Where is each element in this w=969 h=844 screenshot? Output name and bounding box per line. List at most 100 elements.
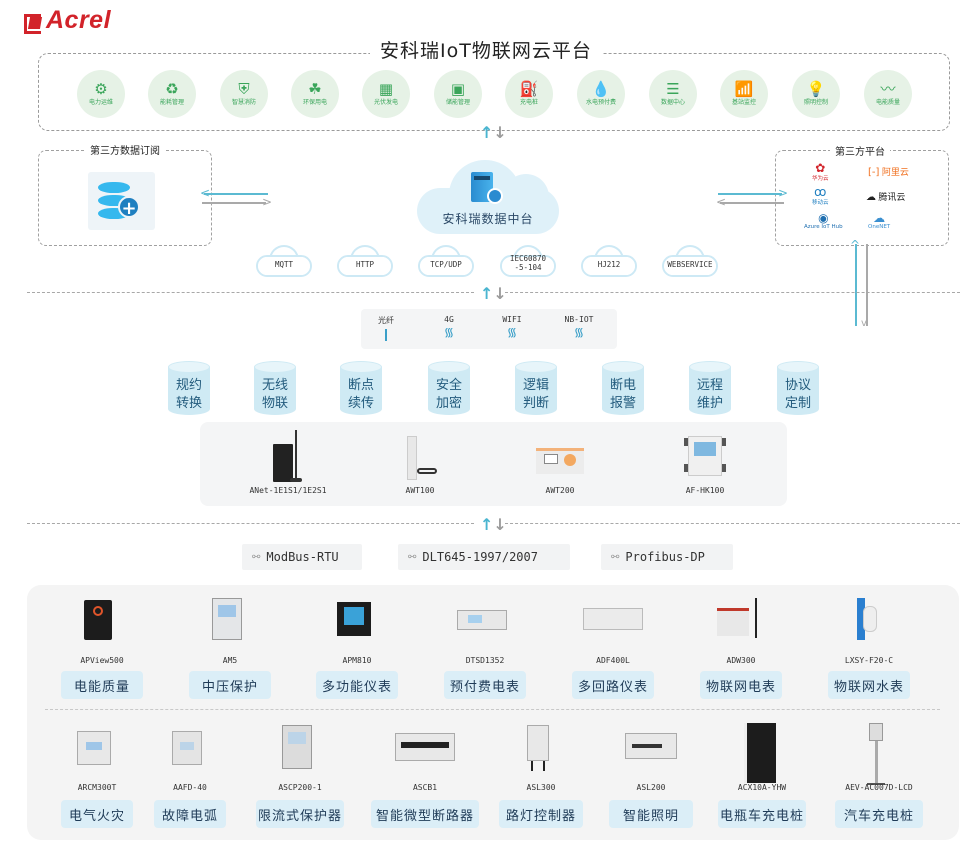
- comm-4g: 4G ᯾: [429, 315, 469, 338]
- arrow-up-icon: ^: [850, 238, 861, 252]
- wifi-icon: ᯾: [573, 325, 585, 339]
- device-category: 电瓶车充电桩: [718, 800, 806, 828]
- arrow-left-icon: <: [200, 186, 211, 200]
- fire-shield-icon: ⛨: [238, 80, 250, 98]
- device-image: [160, 723, 220, 785]
- gateway-devices: ANet-1E1S1/1E2S1 AWT100 AWT200 AF-HK100: [200, 422, 787, 506]
- bulb-icon: 💡: [806, 80, 826, 98]
- app-label: 水电预付费: [585, 99, 616, 106]
- protocol-cloud: TCP/UDP: [418, 245, 474, 277]
- device-category: 中压保护: [189, 671, 271, 699]
- app-water-drop-bolt[interactable]: 💧水电预付费: [577, 70, 625, 118]
- protocol-cloud: HJ212: [581, 245, 637, 277]
- app-antenna[interactable]: 📶基站监控: [720, 70, 768, 118]
- separator-line: [27, 292, 474, 293]
- device-asl300: ASL300: [491, 723, 591, 792]
- data-center-label: 安科瑞数据中台: [442, 212, 534, 226]
- feature-cylinder: 安全加密: [428, 361, 470, 415]
- device-model: ASL200: [636, 783, 666, 792]
- app-fire-shield[interactable]: ⛨智慧消防: [220, 70, 268, 118]
- protocol-label: TCP/UDP: [430, 260, 462, 269]
- separator-line: [505, 292, 960, 293]
- device-category: 预付费电表: [444, 671, 526, 699]
- app-label: 储能管理: [445, 99, 470, 106]
- tencent-cloud-logo-icon: ☁: [866, 192, 876, 203]
- feature-cylinder: 协议定制: [777, 361, 819, 415]
- arrow-up-icon: ↑: [480, 123, 494, 142]
- third-party-arrows: > <: [716, 186, 788, 209]
- app-label: 数据中心: [660, 99, 685, 106]
- protocol-dlt645: ⚯ DLT645-1997/2007: [398, 544, 570, 570]
- device-adf400l: ADF400L: [563, 596, 663, 665]
- aliyun-logo-icon: [-]: [868, 167, 880, 178]
- separator-line: [27, 523, 474, 524]
- device-category: 多回路仪表: [572, 671, 654, 699]
- app-plug-gear[interactable]: ⚙电力运维: [77, 70, 125, 118]
- charging-pile-icon: ⛽: [519, 80, 539, 98]
- vertical-arrow-down-line: [866, 244, 868, 326]
- protocol-cloud: HTTP: [337, 245, 393, 277]
- app-label: 智慧消防: [231, 99, 256, 106]
- feature-label: 断电报警: [609, 378, 636, 411]
- acrel-logo: Acrel: [24, 6, 111, 35]
- app-solar-panel[interactable]: ▦光伏发电: [362, 70, 410, 118]
- gateway-anet: ANet-1E1S1/1E2S1: [238, 430, 338, 495]
- arrow-left-icon: <: [716, 195, 727, 209]
- device-model: ASL300: [526, 783, 556, 792]
- gateway-image: [682, 430, 728, 482]
- app-label: 基站监控: [731, 99, 756, 106]
- platform-title: 安科瑞IoT物联网云平台: [370, 36, 602, 63]
- device-category: 路灯控制器: [499, 800, 583, 828]
- device-image: [455, 596, 515, 648]
- app-battery-cabinet[interactable]: ▣储能管理: [434, 70, 482, 118]
- app-label: 光伏发电: [373, 99, 398, 106]
- app-leaf-cloud[interactable]: ☘环保用电: [291, 70, 339, 118]
- database-icon: ☰: [666, 80, 680, 98]
- third-party-onenet: ☁OneNET: [868, 211, 891, 230]
- protocol-label: HJ212: [597, 260, 621, 269]
- comm-fiber: 光纤: [371, 315, 401, 341]
- separator-line: [45, 709, 940, 710]
- link-icon: ⚯: [611, 551, 620, 563]
- device-category: 智能照明: [609, 800, 693, 828]
- device-model: ARCM300T: [77, 783, 117, 792]
- data-center-cloud: 安科瑞数据中台: [417, 160, 559, 234]
- feature-label: 规约转换: [175, 378, 202, 411]
- protocol-modbus: ⚯ ModBus-RTU: [242, 544, 362, 570]
- data-subscription-title: 第三方数据订阅: [85, 142, 165, 157]
- third-party-azure: ◉Azure IoT Hub: [804, 211, 843, 230]
- app-bulb[interactable]: 💡照明控制: [792, 70, 840, 118]
- app-charging-pile[interactable]: ⛽充电桩: [505, 70, 553, 118]
- leaf-cloud-icon: ☘: [308, 80, 322, 98]
- app-database[interactable]: ☰数据中心: [649, 70, 697, 118]
- platform-datacenter-arrows: ↑↓: [480, 123, 507, 142]
- device-am5: AM5: [180, 596, 280, 665]
- device-model: APView500: [80, 656, 124, 665]
- device-model: ACX10A-YHW: [737, 783, 787, 792]
- feature-cylinder: 规约转换: [168, 361, 210, 415]
- device-category: 智能微型断路器: [371, 800, 479, 828]
- app-label: 能耗管理: [159, 99, 184, 106]
- device-image: [511, 723, 571, 785]
- device-model: ADW300: [726, 656, 756, 665]
- device-model: ASCP200-1: [278, 783, 322, 792]
- app-recycle[interactable]: ♻能耗管理: [148, 70, 196, 118]
- third-party-platform-box: [775, 150, 949, 246]
- device-ascp200-1: ASCP200-1: [250, 723, 350, 792]
- battery-cabinet-icon: ▣: [450, 80, 466, 98]
- device-image: [270, 723, 330, 785]
- link-icon: ⚯: [252, 551, 261, 563]
- device-lxsy-f20-c: LXSY-F20-C: [819, 596, 919, 665]
- gateway-afhk100: AF-HK100: [655, 430, 755, 495]
- app-label: 电能质量: [875, 99, 900, 106]
- device-category: 故障电弧: [154, 800, 226, 828]
- device-category: 电气火灾: [61, 800, 133, 828]
- device-model: DTSD1352: [465, 656, 505, 665]
- acrel-logo-mark-icon: [24, 12, 42, 34]
- communication-methods: 光纤 4G ᯾ WIFI ᯾ NB-IOT ᯾: [361, 309, 617, 349]
- plug-gear-icon: ⚙: [94, 80, 108, 98]
- app-waveform[interactable]: 〰电能质量: [864, 70, 912, 118]
- fiber-line-icon: [385, 329, 387, 341]
- feature-label: 远程维护: [696, 378, 723, 411]
